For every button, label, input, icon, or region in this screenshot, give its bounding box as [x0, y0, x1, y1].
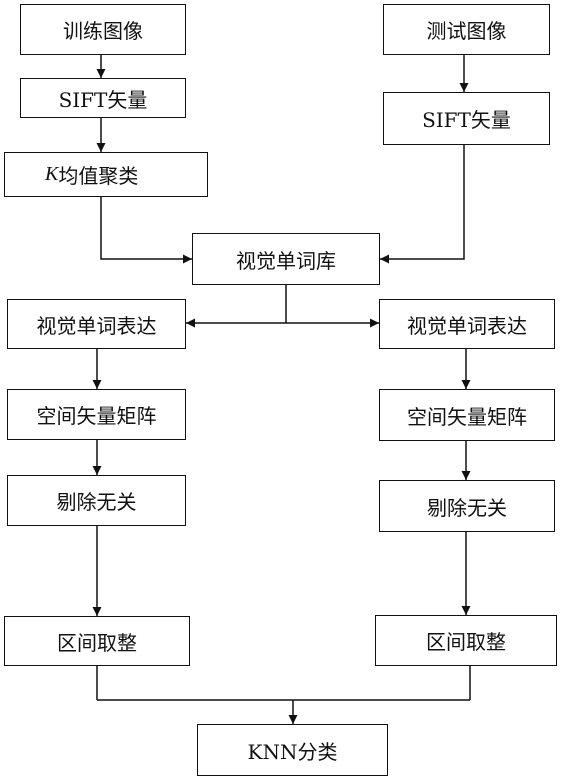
- node-left-visual-word-representation-label: 视觉单词表达: [36, 313, 157, 338]
- node-visual-vocabulary: 视觉单词库: [192, 233, 380, 285]
- node-left-interval-rounding-label: 区间取整: [57, 630, 137, 655]
- node-right-remove-irrelevant-label: 剔除无关: [427, 495, 507, 520]
- arrow-test-sift-to-vocab: [380, 145, 465, 264]
- node-right-interval-rounding-label: 区间取整: [426, 630, 506, 654]
- node-knn-classification-label: KNN分类: [247, 739, 338, 764]
- node-kmeans-label: 均值聚类: [58, 164, 139, 188]
- node-left-interval-rounding: 区间取整: [4, 616, 190, 666]
- node-test-sift-label: SIFT矢量: [422, 108, 511, 132]
- node-left-remove-irrelevant: 剔除无关: [7, 475, 186, 526]
- node-right-interval-rounding: 区间取整: [375, 615, 557, 666]
- node-right-remove-irrelevant: 剔除无关: [379, 480, 555, 532]
- node-left-visual-word-representation: 视觉单词表达: [7, 299, 186, 349]
- node-test-image: 测试图像: [383, 4, 550, 55]
- node-train-sift-label: SIFT矢量: [58, 87, 148, 112]
- node-test-image-label: 测试图像: [426, 19, 507, 43]
- node-kmeans-k-label: K: [45, 163, 59, 185]
- node-right-spatial-vector-matrix: 空间矢量矩阵: [379, 389, 555, 441]
- node-visual-vocabulary-label: 视觉单词库: [236, 248, 336, 273]
- arrow-kmeans-to-vocab: [100, 197, 192, 264]
- node-right-visual-word-representation: 视觉单词表达: [379, 299, 555, 349]
- node-test-sift: SIFT矢量: [383, 92, 550, 145]
- node-left-spatial-vector-matrix: 空间矢量矩阵: [7, 389, 186, 440]
- node-knn-classification: KNN分类: [197, 724, 388, 776]
- node-right-visual-word-representation-label: 视觉单词表达: [407, 313, 527, 338]
- node-left-spatial-vector-matrix-label: 空间矢量矩阵: [36, 404, 157, 428]
- node-left-remove-irrelevant-label: 剔除无关: [56, 490, 137, 514]
- node-right-spatial-vector-matrix-label: 空间矢量矩阵: [407, 404, 527, 429]
- node-train-image-label: 训练图像: [63, 19, 143, 43]
- node-train-image: 训练图像: [20, 4, 186, 55]
- node-train-sift: SIFT矢量: [20, 78, 186, 118]
